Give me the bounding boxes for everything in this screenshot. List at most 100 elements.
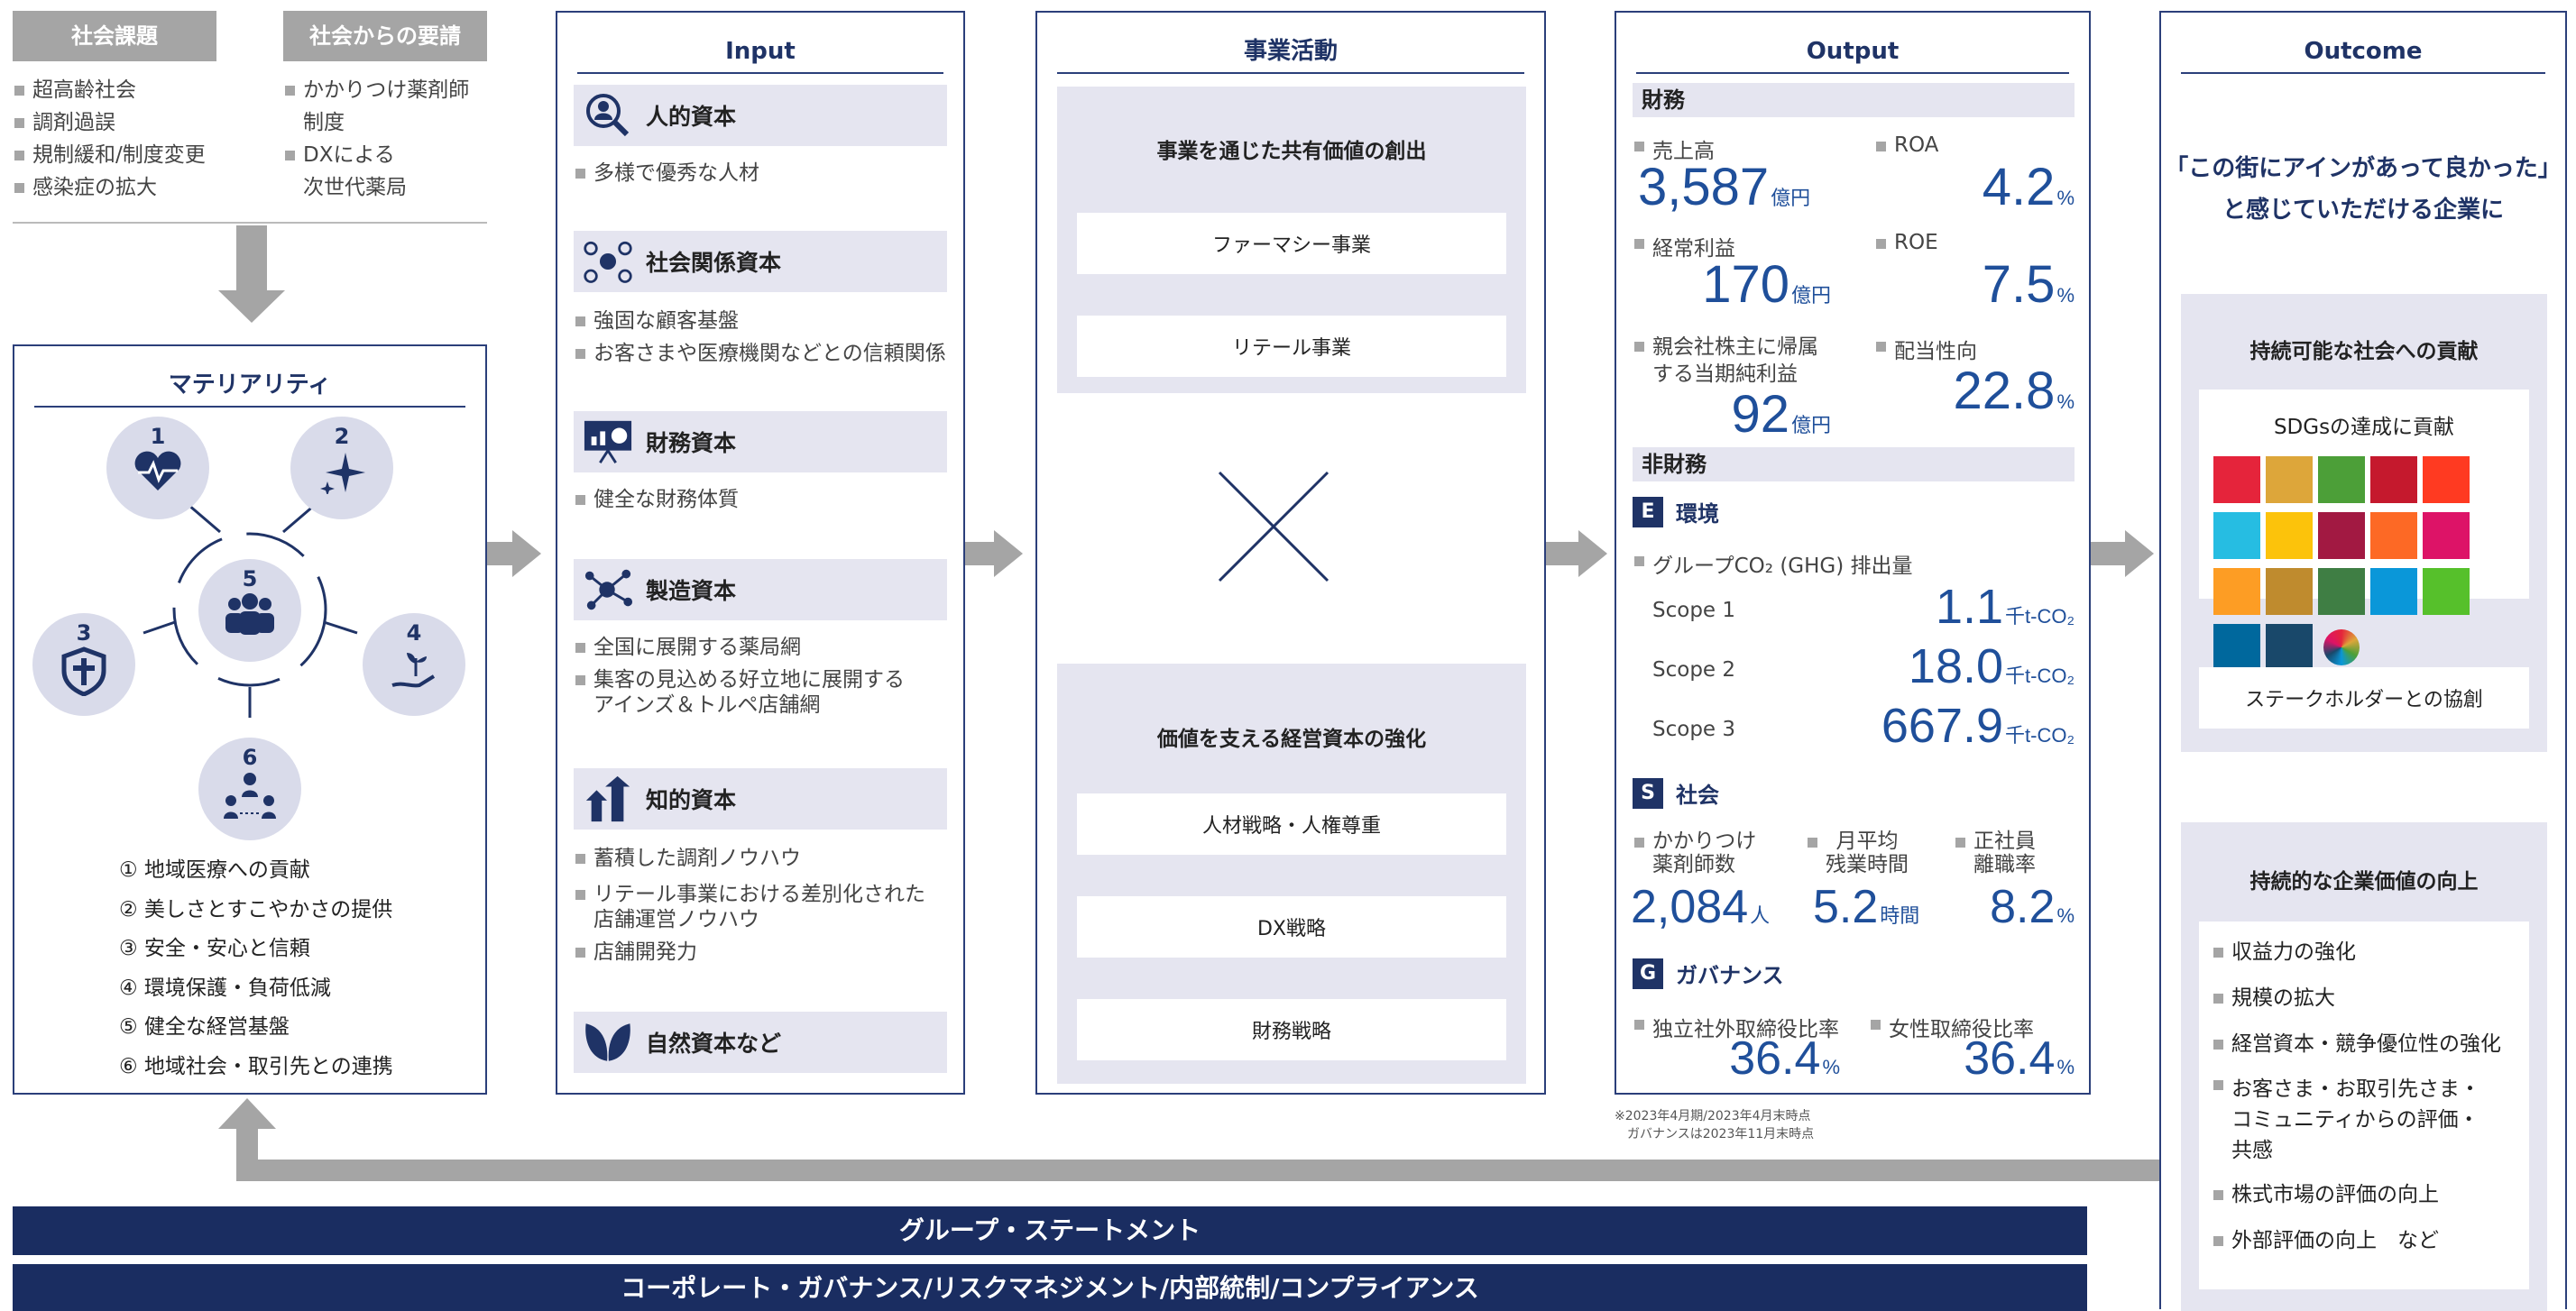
heart-pulse-icon [134,451,181,490]
female-director-value: 36.4% [1964,1031,2075,1086]
capital-bullets: 健全な財務体質 [574,483,952,516]
sdg-goal-icon [2370,512,2417,559]
output-footnote: ※2023年4月期/2023年4月末時点 ガバナンスは2023年11月末時点 [1615,1107,1814,1143]
social-issues-list: 超高齢社会 調剤過誤 規制緩和/制度変更 感染症の拡大 [13,74,256,204]
capital-bullets: 全国に展開する薬局網 集客の見込める好立地に展開する アインズ＆トルペ店舗網 [574,631,961,721]
item-line: お客さま・お取引先さま・ [2231,1077,2480,1101]
pharmacist-label: かかりつけ薬剤師数 [1633,830,1756,876]
flow-arrow [965,542,996,565]
capital-bullets: 蓄積した調剤ノウハウ リテール事業における差別化された 店舗運営ノウハウ 店舗開… [574,842,961,968]
output-title: Output [1636,29,2069,74]
roe-value: 7.5% [1983,254,2075,315]
sdgs-icon-grid [2213,456,2524,680]
capital-bullets: 多様で優秀な人材 [574,157,952,189]
unit: % [2056,187,2075,209]
ghg-label: グループCO₂ (GHG) 排出量 [1633,548,1913,579]
divider [13,222,487,224]
capital-natural: 自然資本など [574,1012,947,1073]
materiality-cycle-diagram [143,503,358,718]
list-item: 多様で優秀な人材 [574,157,952,189]
unit: % [2056,390,2075,413]
shared-value-block: 事業を通じた共有価値の創出 ファーマシー事業 リテール事業 [1057,87,1526,393]
sdg-goal-icon [2370,568,2417,615]
label-line: 離職率 [1973,853,2036,876]
net-number: 92 [1731,385,1789,444]
unit: 千t-CO₂ [2005,605,2075,628]
g-letter-icon: G [1633,958,1663,989]
item-line: コミュニティからの評価・ [2231,1108,2479,1132]
scope-row: Scope 2 [1652,658,1736,682]
corporate-value-title: 持続的な企業価値の向上 [2249,870,2479,894]
list-item: 外部評価の向上 など [2212,1230,2518,1251]
turnover-label: 正社員離職率 [1954,830,2036,876]
e-letter-icon: E [1633,496,1663,527]
sdg-goal-icon [2370,456,2417,503]
capital-bullets: 強固な顧客基盤 お客さまや医療機関などとの信頼関係 [574,305,961,370]
sales-value: 3,587億円 [1638,157,1810,217]
business-title: 事業活動 [1057,29,1524,74]
circle-number: 4 [406,620,422,646]
list-item: 全国に展開する薬局網 [574,631,961,664]
pharmacist-value: 2,084人 [1631,880,1770,934]
down-arrow-head [218,290,285,323]
group-people-icon [225,593,274,635]
circle-number: 6 [242,745,258,770]
sales-number: 3,587 [1638,158,1770,216]
list-item: ③ 安全・安心と信頼 [119,937,310,960]
sparkle-icon [320,453,365,496]
sdg-goal-icon [2266,568,2313,615]
unit: 億円 [1790,284,1831,307]
list-item: ⑤ 健全な経営基盤 [119,1015,290,1039]
community-people-icon [224,773,276,819]
payout-value: 22.8% [1954,361,2075,421]
list-item: 調剤過誤 [13,106,256,139]
list-item: アインズ＆トルペ店舗網 [593,693,821,717]
list-item: ④ 環境保護・負荷低減 [119,976,331,1000]
gov-number: 36.4 [1729,1032,1821,1085]
sdg-goal-icon [2423,456,2470,503]
payout-label: 配当性向 [1874,334,1977,364]
label-line: 親会社株主に帰属 [1652,335,1818,359]
scope-number: 1.1 [1935,580,2004,634]
item-line: 共感 [2231,1139,2273,1162]
scope3-value: 667.9千t-CO₂ [1881,698,2075,754]
list-item: かかりつけ薬剤師 [283,74,500,106]
feedback-arrow-horizontal [236,1160,2159,1181]
materiality-circle-6: 6 [198,738,301,840]
footnote-line: ガバナンスは2023年11月末時点 [1627,1127,1815,1141]
presentation-chart-icon [583,417,633,467]
outside-director-value: 36.4% [1729,1031,1840,1086]
social-requests-tab: 社会からの要請 [283,11,487,61]
unit: 時間 [1880,904,1920,927]
list-item: 感染症の拡大 [13,171,256,204]
list-item: 規制緩和/制度変更 [13,139,256,171]
label-line: 残業時間 [1826,853,1909,876]
capital-intellectual: 知的資本 [574,768,947,830]
nonfinance-header: 非財務 [1633,447,2075,481]
statement-line: 「この街にアインがあって良かった」 [2165,155,2562,182]
sdg-goal-icon [2266,456,2313,503]
gov-number: 36.4 [1964,1032,2056,1085]
sdg-goal-icon [2213,568,2260,615]
social-number: 8.2 [1990,881,2056,933]
corporate-value-card: 収益力の強化 規模の拡大 経営資本・競争優位性の強化 お客さま・お取引先さま・コ… [2199,921,2529,1289]
capital-name: 人的資本 [646,104,737,130]
list-item: 蓄積した調剤ノウハウ [574,842,961,875]
outcome-panel: Outcome 「この街にアインがあって良かった」 と感じていただける企業に 持… [2159,11,2567,1311]
sdg-goal-icon [2213,624,2260,671]
finance-strategy-box: 財務戦略 [1077,999,1506,1060]
capital-name: 財務資本 [646,430,737,456]
social-label: 社会 [1676,783,1719,808]
roe-number: 7.5 [1982,255,2056,314]
sdg-goal-icon [2318,512,2365,559]
scope-number: 667.9 [1881,699,2004,753]
flow-arrow-head [2125,530,2154,577]
sdg-goal-icon [2213,456,2260,503]
hr-strategy-box: 人材戦略・人権尊重 [1077,793,1506,855]
list-item: 強固な顧客基盤 [574,305,961,337]
net-income-label: 親会社株主に帰属する当期純利益 [1633,334,1818,388]
leaves-icon [583,1017,633,1068]
list-item: 超高齢社会 [13,74,256,106]
